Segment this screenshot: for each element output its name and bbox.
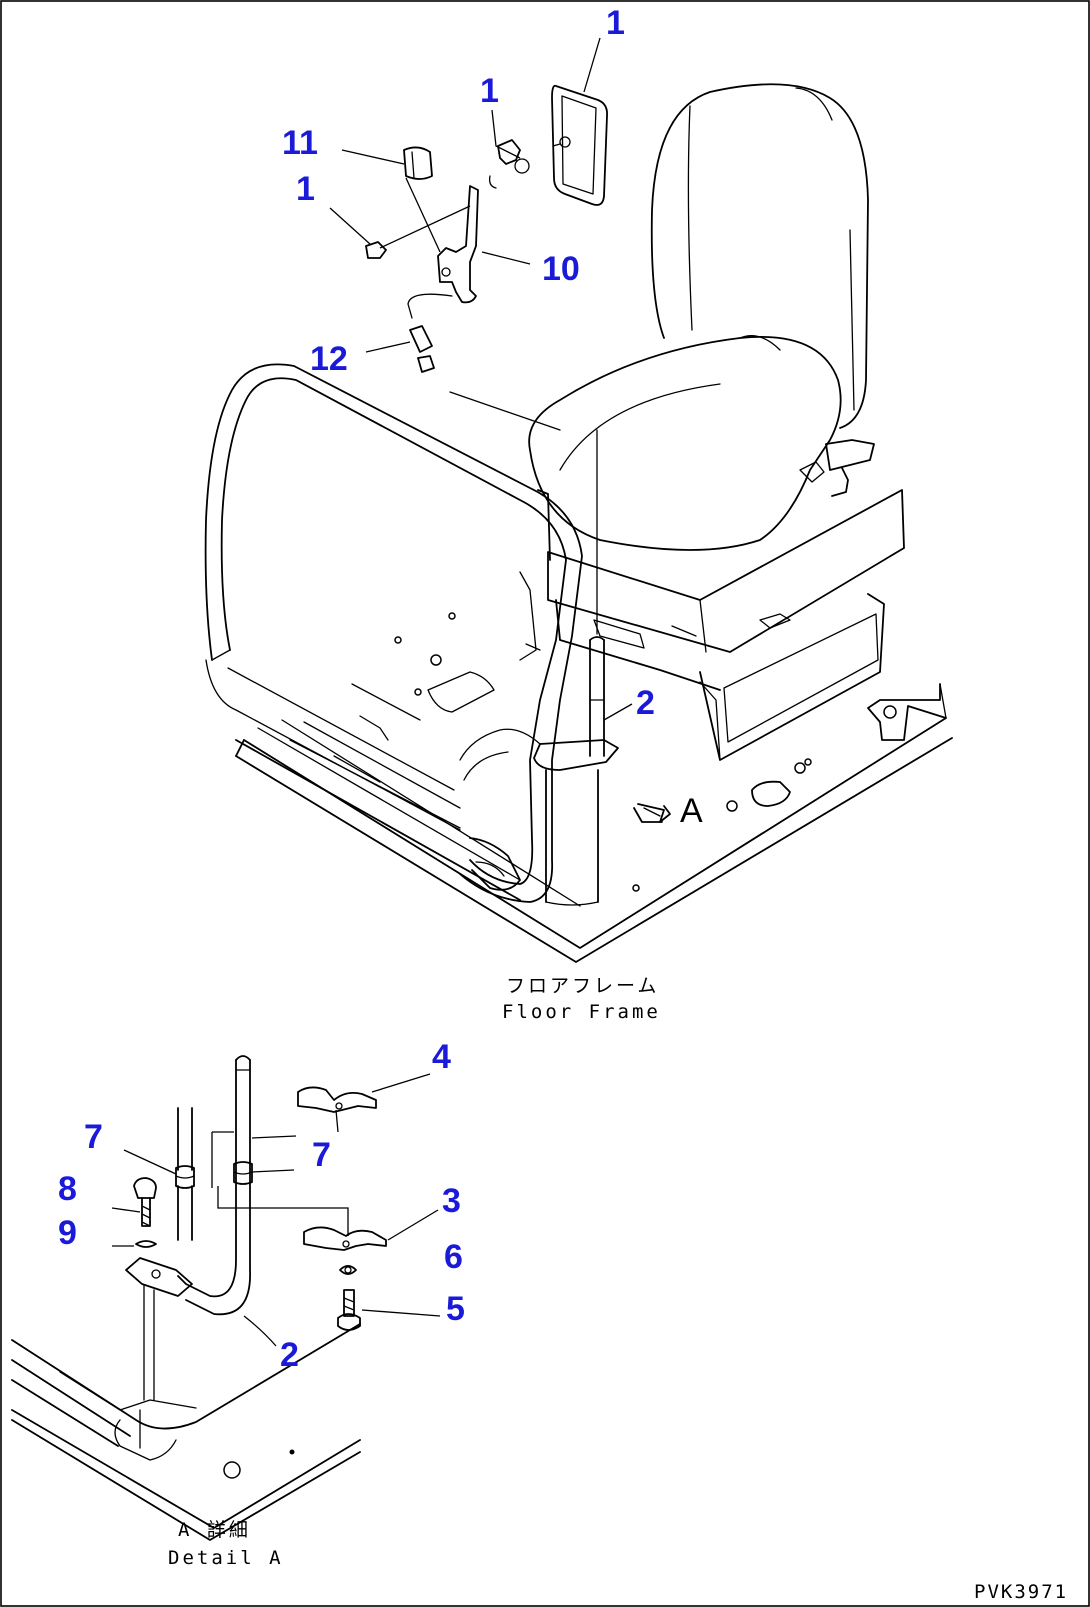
- drawing-code: PVK3971: [974, 1581, 1068, 1603]
- mirror-assembly: [365, 84, 608, 431]
- callout-8: 8: [58, 1170, 77, 1208]
- callout-11: 11: [282, 124, 318, 162]
- callout-5: 5: [446, 1290, 465, 1328]
- leader-lines: [111, 37, 633, 1347]
- callout-1-mirror: 1: [606, 4, 625, 42]
- callout-7-left: 7: [84, 1118, 103, 1156]
- floor-frame-label-en: Floor Frame: [502, 1001, 661, 1023]
- callout-9: 9: [58, 1214, 77, 1252]
- floor-frame: [204, 363, 953, 963]
- callout-3: 3: [442, 1182, 461, 1220]
- floor-frame-label-jp: フロアフレーム: [506, 975, 659, 997]
- callout-12: 12: [310, 340, 348, 378]
- detail-label-jp: A 詳細: [178, 1519, 251, 1541]
- detail-a: [11, 1055, 387, 1541]
- view-arrow-label: A: [680, 792, 703, 830]
- callout-numbers: 1 1 11 1 10 12 2 4 7 7 8 3 9 6 5 2: [58, 4, 655, 1374]
- callout-1-clamp: 1: [480, 72, 499, 110]
- operator-seat: [519, 83, 905, 761]
- callout-6: 6: [444, 1238, 463, 1276]
- callout-1-nut: 1: [296, 170, 315, 208]
- detail-label-en: Detail A: [168, 1547, 284, 1569]
- callout-4: 4: [432, 1038, 451, 1076]
- text-labels: A フロアフレーム Floor Frame A 詳細 Detail A PVK3…: [168, 792, 1068, 1603]
- callout-2-lever: 2: [636, 684, 655, 722]
- callout-2-detail: 2: [280, 1336, 299, 1374]
- callout-10: 10: [542, 250, 580, 288]
- callout-7-right: 7: [312, 1136, 331, 1174]
